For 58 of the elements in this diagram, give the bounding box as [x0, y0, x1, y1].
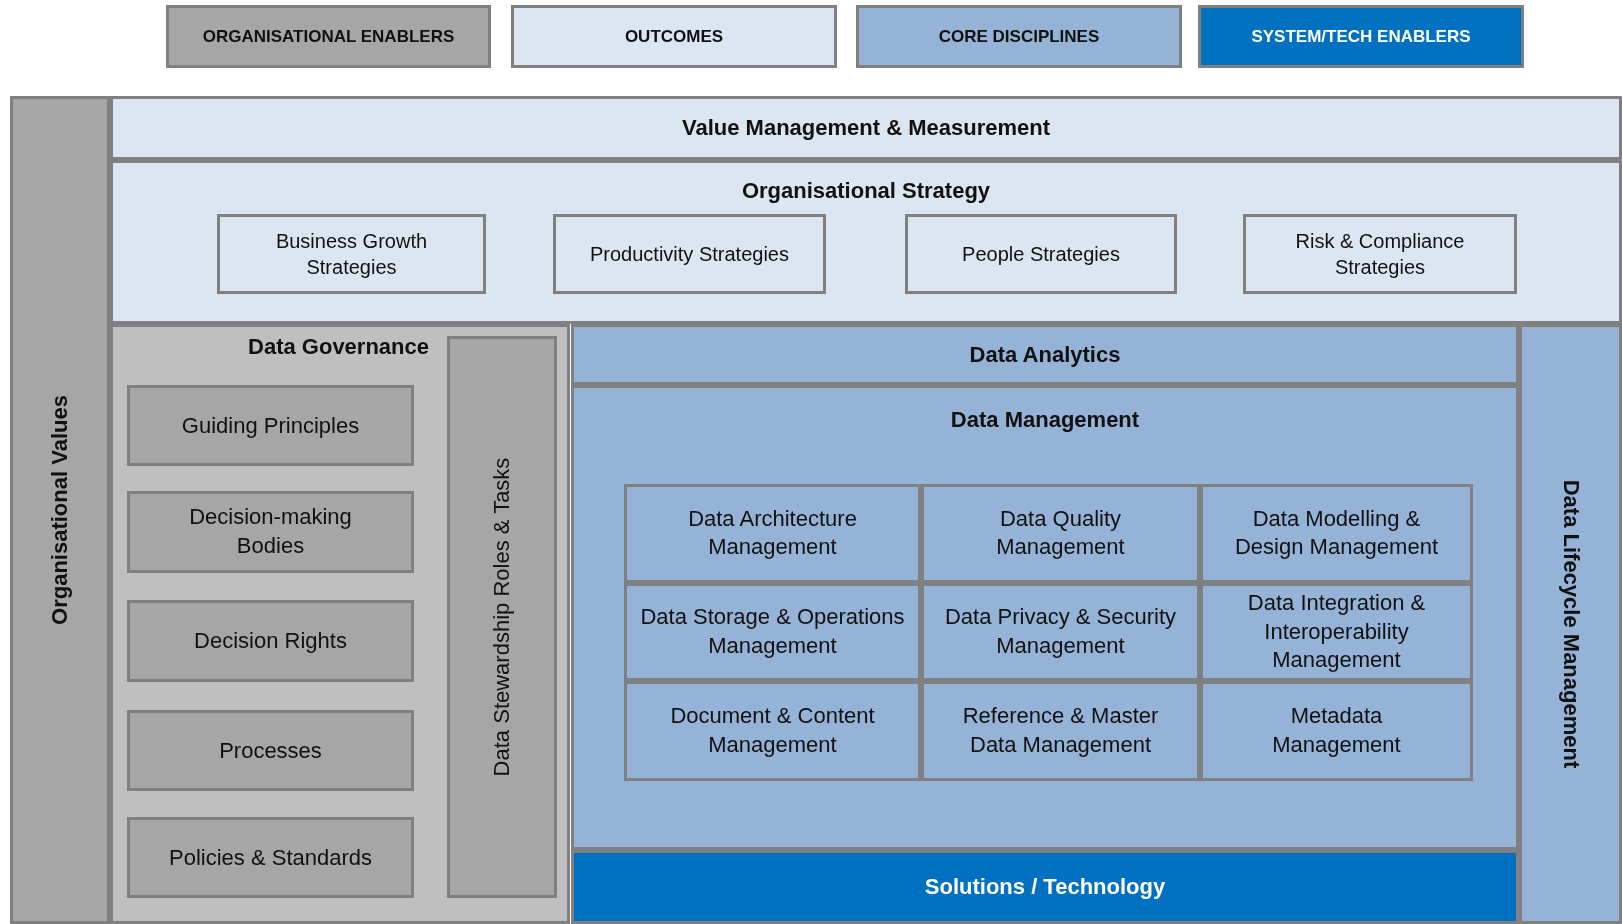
box [553, 214, 826, 294]
box-label: Metadata Management [1271, 702, 1402, 759]
box-label: Value Management & Measurement [681, 113, 1051, 142]
box-label: Guiding Principles [180, 411, 361, 440]
box [921, 681, 1200, 781]
legend-label: CORE DISCIPLINES [938, 26, 1100, 47]
box [624, 681, 921, 781]
box-label: Data Modelling & Design Management [1234, 504, 1439, 562]
box [1200, 583, 1473, 681]
box [905, 214, 1177, 294]
legend-label: SYSTEM/TECH ENABLERS [1251, 26, 1471, 47]
section-panel [571, 385, 1519, 850]
box-label: Data Quality Management [995, 504, 1126, 562]
legend-label: OUTCOMES [624, 26, 724, 47]
box-label: People Strategies [961, 242, 1121, 267]
section-heading: Organisational Strategy [740, 177, 992, 205]
box [571, 850, 1519, 924]
section-panel [110, 324, 570, 924]
box [127, 710, 414, 791]
box [127, 600, 414, 682]
box [217, 214, 486, 294]
box-label: Solutions / Technology [923, 872, 1167, 901]
box-label: Data Storage & Operations Management [639, 603, 906, 660]
section-panel [110, 160, 1622, 324]
box [624, 583, 921, 681]
legend-label: ORGANISATIONAL ENABLERS [202, 26, 455, 47]
box-label: Data Lifecycle Management [1557, 479, 1585, 769]
section-heading: Data Governance [248, 333, 429, 361]
box [1200, 681, 1473, 781]
box-label: Decision Rights [193, 626, 348, 655]
box-label: Data Architecture Management [687, 504, 858, 562]
vertical-band [1519, 324, 1622, 924]
box [110, 96, 1622, 160]
box-label: Policies & Standards [168, 843, 373, 872]
box [127, 491, 414, 573]
box-label: Productivity Strategies [589, 242, 790, 267]
box-label: Document & Content Management [669, 702, 876, 759]
box-label: Data Privacy & Security Management [943, 603, 1178, 660]
box-label: Data Integration & Interoperability Management [1246, 589, 1427, 675]
box-label: Processes [218, 736, 323, 765]
box [127, 817, 414, 898]
vertical-band [447, 336, 557, 898]
box [624, 484, 921, 583]
box [127, 385, 414, 466]
box [571, 324, 1519, 385]
box-label: Business Growth Strategies [274, 229, 429, 280]
box [921, 484, 1200, 583]
box-label: Decision-making Bodies [188, 503, 353, 560]
box-label: Risk & Compliance Strategies [1294, 229, 1466, 280]
box-label: Data Analytics [968, 340, 1122, 369]
box [1243, 214, 1517, 294]
box-label: Data Stewardship Roles & Tasks [487, 457, 515, 777]
box [1200, 484, 1473, 583]
box-label: Reference & Master Data Management [961, 702, 1160, 759]
box-label: Organisational Values [45, 395, 73, 625]
vertical-band [10, 96, 110, 924]
section-heading: Data Management [949, 406, 1141, 434]
box [921, 583, 1200, 681]
